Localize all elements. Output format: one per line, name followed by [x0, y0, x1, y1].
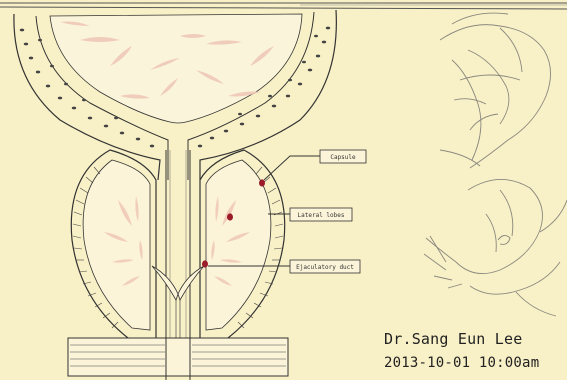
ejaculatory-duct-marker	[202, 260, 208, 267]
svg-text:Lateral lobes: Lateral lobes	[298, 212, 345, 219]
prostate-gland	[71, 150, 284, 340]
capsule-marker	[259, 179, 265, 186]
label-ejaculatory-duct: Ejaculatory duct	[290, 260, 360, 273]
svg-text:Ejaculatory duct: Ejaculatory duct	[296, 264, 354, 271]
svg-text:Capsule: Capsule	[330, 154, 356, 161]
label-lateral-lobes: Lateral lobes	[290, 208, 352, 221]
pelvic-floor-base	[68, 338, 288, 380]
lateral-lobes-marker	[227, 213, 233, 220]
hand-sketch-icon	[424, 13, 567, 316]
datetime-caption: 2013-10-01 10:00am	[384, 355, 539, 371]
label-capsule: Capsule	[320, 150, 366, 163]
bladder	[14, 10, 336, 180]
author-caption: Dr.Sang Eun Lee	[384, 330, 522, 348]
top-board	[0, 3, 567, 9]
